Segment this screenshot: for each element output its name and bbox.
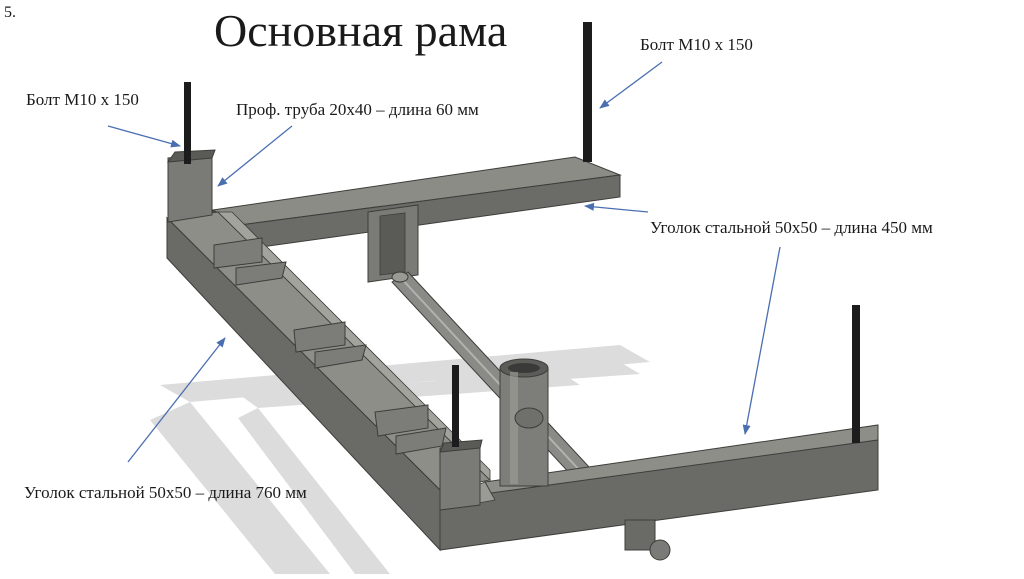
bolts	[184, 22, 860, 447]
corner-box-front-left	[439, 439, 483, 511]
label-bolt-right: Болт М10 х 150	[640, 35, 753, 54]
slide-title: Основная рама	[214, 5, 508, 56]
center-post	[499, 358, 549, 487]
center-bracket	[367, 204, 419, 283]
label-angle-450: Уголок стальной 50х50 – длина 450 мм	[650, 218, 933, 237]
slide-number: 5.	[4, 4, 16, 21]
label-bolt-left: Болт М10 х 150	[26, 90, 139, 109]
corner-box-back-left	[166, 149, 216, 223]
hitch-block	[624, 519, 671, 561]
label-angle-760: Уголок стальной 50х50 – длина 760 мм	[24, 483, 307, 502]
bolt-front-left	[452, 365, 459, 447]
label-prof-pipe: Проф. труба 20х40 – длина 60 мм	[236, 100, 479, 119]
callout-arrows	[107, 61, 781, 463]
seat-brackets	[213, 237, 447, 455]
bolt-back-right	[583, 22, 592, 162]
bolt-back-left	[184, 82, 191, 164]
bolt-front-right	[852, 305, 860, 443]
